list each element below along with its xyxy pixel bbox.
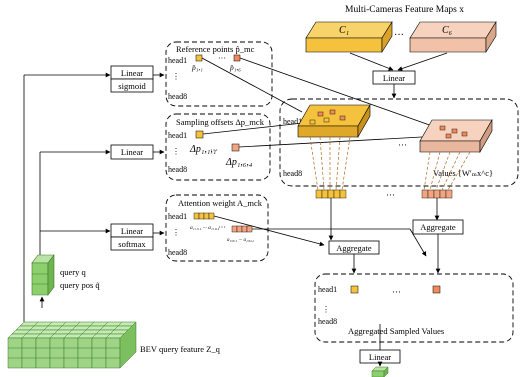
- query-cube: [31, 254, 55, 296]
- aggregated-cell-1: [350, 285, 359, 294]
- reference-dots: ⋮: [172, 72, 180, 81]
- offset-point-first: [195, 130, 204, 139]
- aggregated-dots: ⋮: [322, 305, 330, 314]
- linear-out-label: Linear: [369, 352, 391, 362]
- weight-linear-block: Linear softmax: [110, 223, 154, 251]
- sampled-cells-c1: [315, 189, 347, 199]
- offset-p164-label: Δp₁,₆,₄: [225, 157, 253, 168]
- bev-grid-face: [63, 337, 79, 369]
- reference-point-p16: [233, 54, 241, 62]
- reference-linear-block: Linear sigmoid: [110, 65, 154, 93]
- values-label: Values {W′ₘx^c}: [433, 168, 493, 178]
- weight-cells-last: [231, 225, 253, 233]
- reference-p16-label: p̂₁,₆: [229, 63, 241, 72]
- values-panel: [279, 98, 519, 187]
- projection-lines-c1: [309, 136, 351, 191]
- sampling-offsets-title: Sampling offsets Δp_mck: [176, 117, 265, 127]
- weight-last-label: a₁,₆,₁ ··· a₁,₆,₄: [227, 238, 254, 243]
- reference-linear-label: Linear: [121, 68, 143, 78]
- reference-p11-label: p̂₁,₁: [191, 63, 203, 72]
- value-map-c6: [419, 118, 493, 154]
- reference-ellipsis: ···: [218, 54, 226, 63]
- query-label: query q: [60, 267, 86, 277]
- values-ellipsis: ···: [398, 140, 407, 150]
- camera-map-c1: C₁: [305, 20, 393, 54]
- weight-dots: ⋮: [172, 228, 180, 237]
- reference-point-p11: [195, 54, 203, 62]
- camera-maps-ellipsis: ···: [394, 30, 404, 41]
- aggregate-label-1: Aggregate: [336, 243, 372, 253]
- offset-head1: head1: [168, 131, 187, 140]
- sampling-offsets-panel: [165, 113, 271, 181]
- attention-weight-panel: [165, 194, 269, 262]
- bev-grid-face: [7, 337, 23, 369]
- line-p11-to-map: [201, 57, 303, 113]
- bev-grid-face: [35, 337, 51, 369]
- bev-grid-face: [91, 337, 107, 369]
- offset-linear-label: Linear: [121, 147, 143, 157]
- attention-weight-title: Attention weight A_mck: [178, 198, 263, 208]
- camera-maps-title: Multi-Cameras Feature Maps x: [345, 5, 464, 15]
- weight-softmax-label: softmax: [118, 239, 146, 249]
- weight-head8: head8: [168, 248, 187, 257]
- aggregated-head1: head1: [318, 285, 337, 294]
- offset-point-last: [231, 143, 240, 152]
- reference-sigmoid-label: sigmoid: [118, 81, 146, 91]
- reference-sigmoid-box: [110, 78, 154, 93]
- output-query-cube: [371, 366, 389, 377]
- offset-dots: ⋮: [172, 147, 180, 156]
- line-p16-to-map: [239, 57, 439, 129]
- reference-points-panel: [165, 41, 273, 107]
- weight-head1: head1: [168, 212, 187, 221]
- sampled-ellipsis: ···: [386, 190, 395, 200]
- reference-head1: head1: [168, 56, 187, 65]
- line-offset1-to-map: [202, 121, 313, 135]
- weight-linear-label: Linear: [121, 226, 143, 236]
- reference-points-title: Reference points p̂_mc: [176, 44, 255, 54]
- weight-softmax-box: [110, 236, 154, 251]
- sampled-cells-c6: [421, 189, 453, 199]
- arrow-weight1-to-aggregate: [213, 215, 325, 247]
- offset-ellipsis: ···: [210, 146, 218, 155]
- offset-head8: head8: [168, 165, 187, 174]
- projection-lines-c6: [423, 151, 471, 191]
- value-map-c1: [297, 103, 371, 139]
- arrow-c1-to-linear: [349, 52, 394, 71]
- aggregated-head8: head8: [318, 317, 337, 326]
- aggregate-label-2: Aggregate: [420, 222, 456, 232]
- bev-grid-face: [77, 337, 93, 369]
- camera-map-c6-label: C₆: [442, 25, 453, 36]
- bev-grid-face: [49, 337, 65, 369]
- bev-label: BEV query feature Z_q: [140, 344, 221, 354]
- weight-cells-first: [193, 212, 215, 220]
- offset-p111-label: Δp₁,₁,₁: [189, 144, 216, 155]
- values-head8: head8: [283, 169, 302, 178]
- reference-head8: head8: [168, 92, 187, 101]
- bev-grid-face: [105, 337, 121, 369]
- aggregated-values-panel: [314, 273, 514, 343]
- weight-ellipsis: ···: [218, 223, 226, 232]
- aggregated-cell-6: [432, 285, 441, 294]
- values-head1: head1: [283, 117, 302, 126]
- aggregated-label: Aggregated Sampled Values: [348, 326, 444, 336]
- camera-map-c6: C₆: [409, 20, 497, 54]
- aggregated-ellipsis: ···: [392, 287, 401, 297]
- linear-camera-label: Linear: [383, 73, 405, 83]
- weight-first-label: a₁,₁,₁ ··· a₁,₁,₄: [190, 225, 219, 231]
- arrow-c6-to-linear: [397, 52, 448, 71]
- bev-query-grid: [7, 321, 137, 369]
- bev-grid-face: [21, 337, 37, 369]
- query-pos-label: query pos q̃: [60, 280, 100, 290]
- line-offset2-to-map: [238, 135, 441, 148]
- camera-map-c1-label: C₁: [339, 25, 349, 36]
